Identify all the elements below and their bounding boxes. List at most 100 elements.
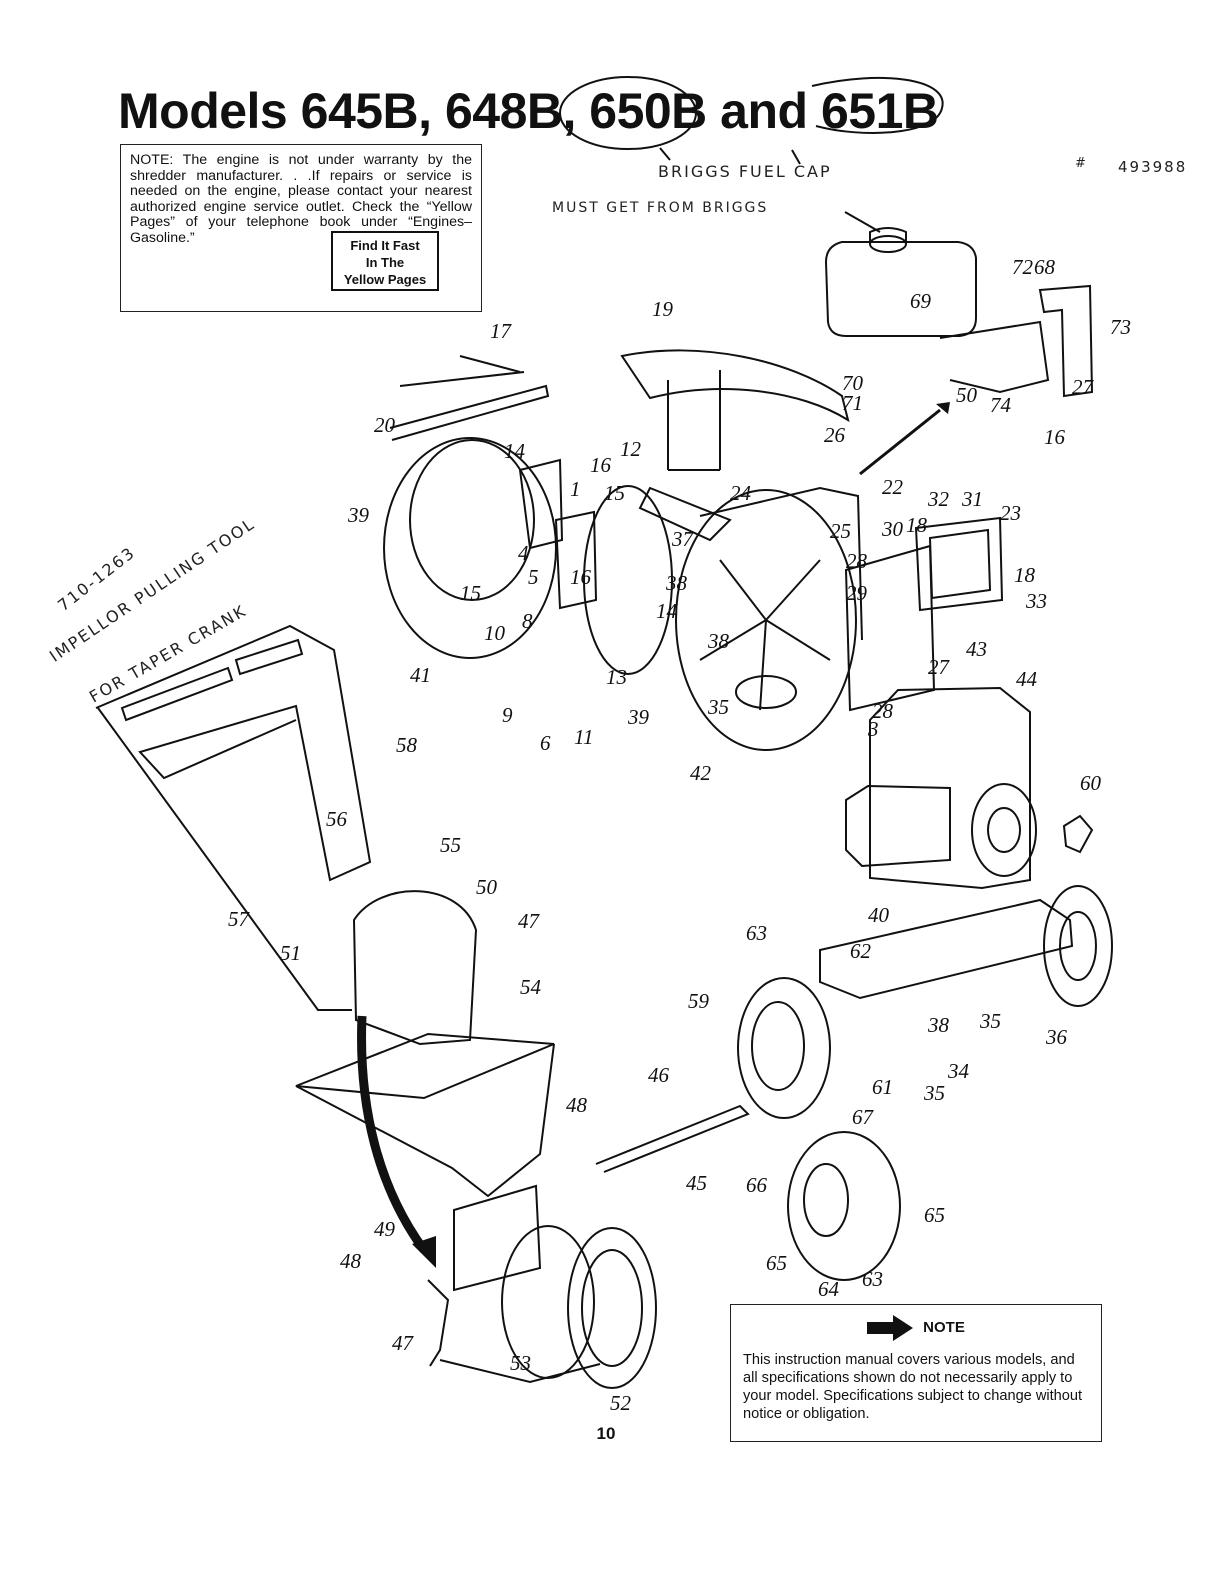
part-callout-20: 20	[374, 413, 396, 437]
yellow-pages-line3: Yellow Pages	[343, 272, 427, 287]
housing-opening	[409, 439, 535, 601]
part-callout-18: 18	[906, 513, 928, 537]
pneumatic-wheel-hub	[803, 1163, 849, 1237]
page-title: Models 645B, 648B, 650B and 651B	[118, 83, 939, 139]
housing-edge	[699, 486, 863, 641]
part-callout-41: 41	[410, 663, 431, 687]
housing-cover	[620, 349, 850, 423]
part-callout-11: 11	[574, 725, 593, 749]
part-callout-42: 42	[690, 761, 712, 785]
part-callout-19: 19	[652, 297, 674, 321]
handwritten-source-note: MUST GET FROM BRIGGS	[552, 200, 769, 216]
part-callout-53: 53	[510, 1351, 531, 1375]
bottom-note-heading: NOTE	[743, 1315, 1089, 1341]
assembly-arrow-head	[412, 1236, 436, 1268]
housing-rail	[389, 384, 550, 441]
part-callout-14: 14	[656, 599, 678, 623]
bottom-note-text: This instruction manual covers various m…	[743, 1352, 1083, 1422]
circle-pointers	[659, 147, 801, 165]
part-callout-24: 24	[730, 481, 752, 505]
part-callout-38: 38	[665, 571, 688, 595]
hopper-body	[295, 1043, 555, 1198]
left-housing	[383, 437, 557, 659]
impeller-blade	[638, 486, 732, 542]
part-callout-28: 28	[846, 549, 868, 573]
handwritten-fuel-cap-note: BRIGGS FUEL CAP	[658, 162, 832, 181]
circle-mark-650b	[559, 76, 697, 150]
part-callout-35: 35	[979, 1009, 1001, 1033]
part-callout-74: 74	[990, 393, 1012, 417]
part-callout-50: 50	[956, 383, 978, 407]
chute-flange	[567, 1227, 657, 1389]
part-callout-66: 66	[746, 1173, 768, 1197]
chute-stand-base	[439, 1359, 601, 1384]
rear-wheel-left	[737, 977, 831, 1119]
fuel-cap-arrow	[844, 211, 881, 233]
part-callout-48: 48	[566, 1093, 588, 1117]
handle-frame	[95, 624, 372, 882]
part-callout-70: 70	[842, 371, 864, 395]
engine-warranty-text: NOTE: The engine is not under warranty b…	[130, 152, 472, 246]
part-callout-13: 13	[606, 665, 627, 689]
part-callout-65: 65	[766, 1251, 787, 1275]
part-callout-39: 39	[627, 705, 650, 729]
part-callout-22: 22	[882, 475, 904, 499]
part-callout-30: 30	[881, 517, 904, 541]
part-callout-26: 26	[824, 423, 846, 447]
part-callout-16: 16	[590, 453, 612, 477]
part-callout-48: 48	[340, 1249, 362, 1273]
handle-slot-left	[120, 666, 234, 722]
part-callout-31: 31	[961, 487, 983, 511]
part-callout-8: 8	[522, 609, 533, 633]
guide-arrow-head	[936, 402, 950, 414]
part-callout-68: 68	[1034, 255, 1056, 279]
part-callout-61: 61	[872, 1075, 893, 1099]
part-callout-60: 60	[1080, 771, 1102, 795]
part-callout-6: 6	[540, 731, 551, 755]
engine-base	[819, 898, 1074, 1000]
part-callout-57: 57	[228, 907, 251, 931]
part-callout-35: 35	[923, 1081, 945, 1105]
part-callout-63: 63	[862, 1267, 883, 1291]
assembly-arrow	[357, 1015, 428, 1253]
yellow-pages-line1: Find It Fast	[350, 238, 420, 253]
long-bolts	[399, 355, 525, 387]
part-callout-37: 37	[671, 527, 695, 551]
part-callout-62: 62	[850, 939, 872, 963]
part-callout-27: 27	[928, 655, 951, 679]
part-callout-63: 63	[746, 921, 767, 945]
part-callout-46: 46	[648, 1063, 670, 1087]
part-callout-51: 51	[280, 941, 301, 965]
part-callout-36: 36	[1045, 1025, 1068, 1049]
part-callout-45: 45	[686, 1171, 707, 1195]
tank-strap	[939, 320, 1050, 394]
yellow-pages-box: Find It Fast In The Yellow Pages	[331, 231, 439, 291]
part-callout-15: 15	[460, 581, 481, 605]
rear-wheel-left-hub	[751, 1001, 805, 1091]
part-callout-69: 69	[910, 289, 932, 313]
part-callout-4: 4	[518, 541, 529, 565]
part-callout-10: 10	[484, 621, 506, 645]
part-callout-40: 40	[868, 903, 890, 927]
part-callout-32: 32	[927, 487, 950, 511]
circle-mark-651b	[811, 76, 944, 134]
part-callout-25: 25	[830, 519, 851, 543]
part-callout-54: 54	[520, 975, 542, 999]
part-callout-3: 3	[867, 717, 879, 741]
part-callout-12: 12	[620, 437, 642, 461]
yellow-pages-line2: In The	[365, 255, 405, 270]
part-callout-56: 56	[326, 807, 348, 831]
guard-frame-inner	[928, 528, 992, 600]
yellow-pages-badge: Find It Fast In The Yellow Pages	[329, 231, 447, 291]
part-callout-28: 28	[872, 699, 894, 723]
part-callout-33: 33	[1025, 589, 1047, 613]
part-callout-43: 43	[966, 637, 987, 661]
housing-spokes	[699, 559, 831, 711]
bottom-note: NOTE This instruction manual covers vari…	[730, 1304, 1102, 1442]
axle-rod	[595, 1104, 750, 1173]
part-callout-65: 65	[924, 1203, 945, 1227]
part-callout-64: 64	[818, 1277, 840, 1301]
part-callout-1: 1	[570, 477, 581, 501]
